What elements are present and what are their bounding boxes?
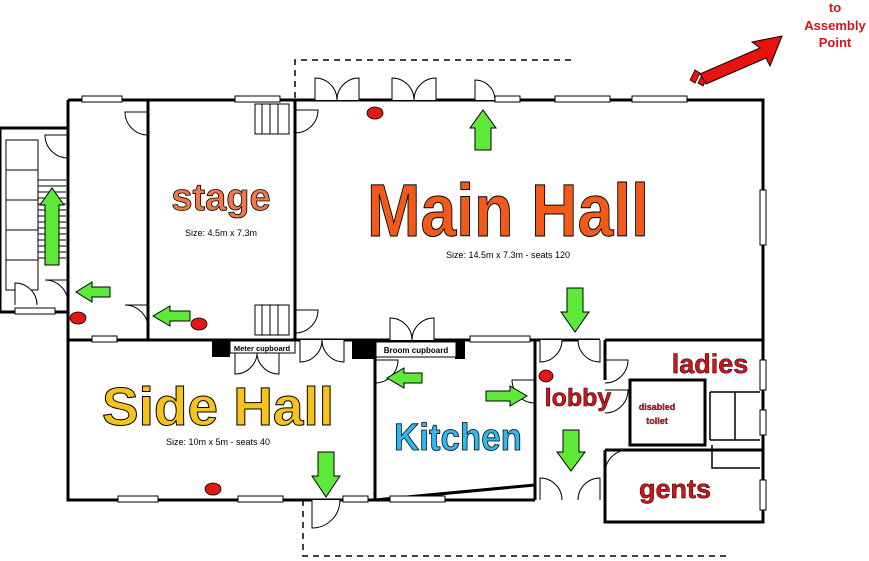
room-name-lobby: lobby [545,384,612,412]
extinguisher-icon [204,482,222,496]
room-name-ladies: ladies [672,349,749,379]
main-hall-size: Size: 14.5m x 7.3m - seats 120 [446,250,570,260]
arrow-up-icon [39,187,65,266]
escape-route-arrows [39,109,590,498]
disabled-toilet-line-1: disabled [639,402,676,412]
arrow-right-icon [485,385,528,407]
toilet-cubicles [709,391,760,469]
assembly-line-3: Point [819,35,852,50]
room-name-stage: stage [171,177,270,219]
extinguisher-icon [69,311,87,325]
arrow-left-icon [75,281,111,303]
stage-steps [254,103,290,336]
assembly-point-label: to Assembly Point [804,0,866,50]
arrow-up-icon [469,109,497,151]
room-name-main-hall: Main Hall [367,169,649,252]
assembly-point-arrow [689,35,783,87]
walls [0,98,765,524]
extinguisher-icon [538,369,554,383]
broom-cupboard-label: Broom cupboard [384,346,449,355]
fire-extinguishers [69,106,554,496]
room-name-side-hall: Side Hall [102,377,334,437]
arrow-down-icon [556,429,586,472]
arrow-left-icon [152,305,191,327]
assembly-line-2: Assembly [804,18,866,33]
arrow-left-icon [386,367,423,389]
meter-cupboard: Meter cupboard [212,340,296,357]
assembly-line-1: to [829,0,841,15]
disabled-toilet-line-2: toilet [646,416,668,426]
room-name-gents: gents [639,474,711,504]
extinguisher-icon [190,317,208,331]
broom-cupboard: Broom cupboard [352,341,465,359]
meter-cupboard-label: Meter cupboard [234,344,291,353]
side-hall-size: Size: 10m x 5m - seats 40 [166,437,270,447]
extinguisher-icon [366,106,384,120]
stage-size: Size: 4.5m x 7.3m [185,228,257,238]
windows [14,95,767,511]
arrow-down-icon [560,287,590,333]
arrow-down-icon [311,451,341,498]
exit-arrow-icon [699,35,783,85]
external-boundary-dashed [294,59,728,557]
room-name-kitchen: Kitchen [394,417,522,459]
doors [14,77,629,529]
